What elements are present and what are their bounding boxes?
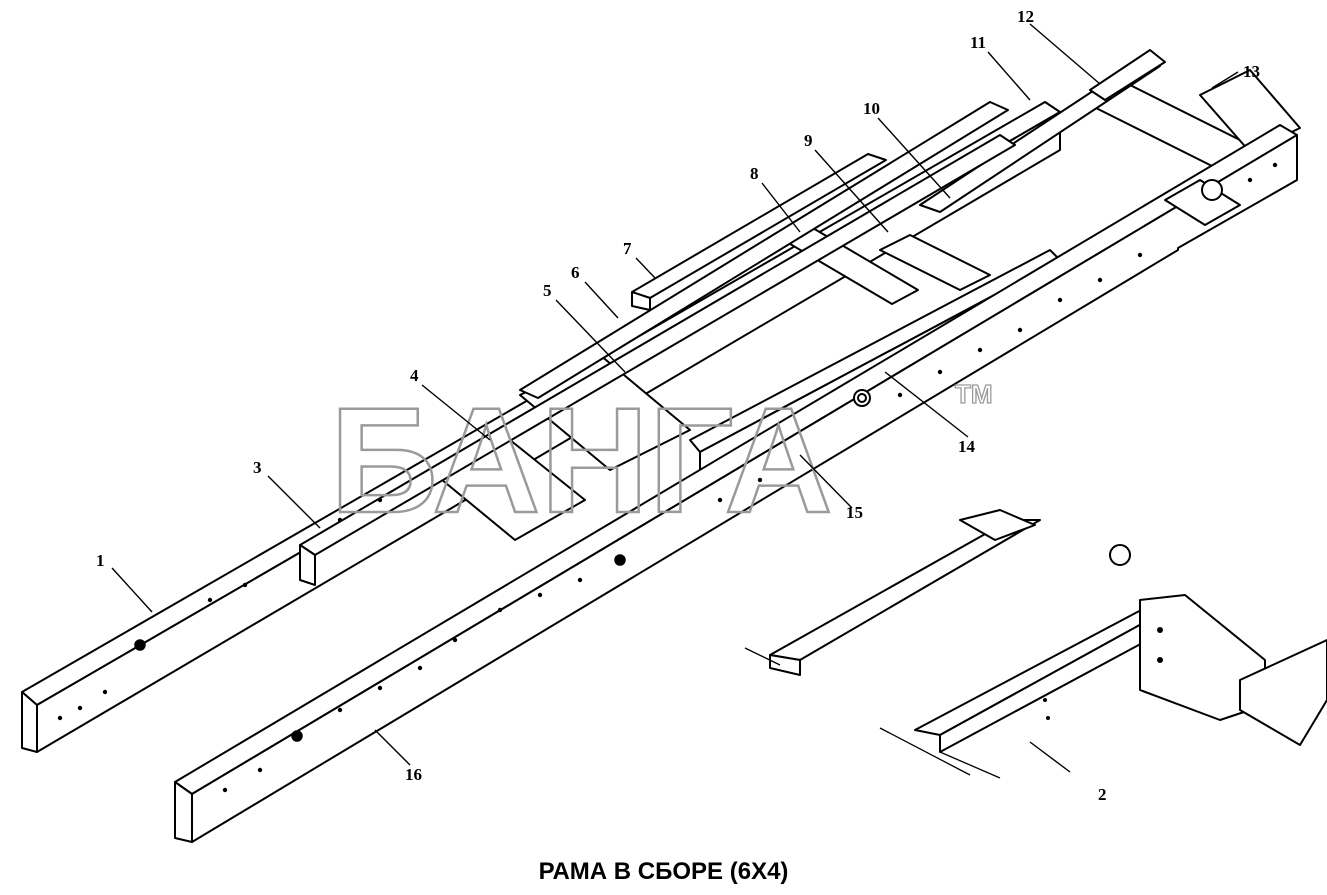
callout-5: 5 — [543, 281, 552, 300]
callout-9: 9 — [804, 131, 813, 150]
watermark: БАНГА TM — [329, 375, 993, 546]
leader-lines — [111, 23, 1239, 773]
callout-8: 8 — [750, 164, 759, 183]
watermark-trademark: TM — [955, 379, 993, 409]
left-inner-reinforcement — [299, 134, 1016, 586]
rear-bracket — [1164, 179, 1241, 226]
watermark-text: БАНГА — [330, 376, 833, 544]
callout-6: 6 — [571, 263, 580, 282]
callout-16: 16 — [405, 765, 422, 784]
upper-bar — [631, 153, 887, 311]
rear-top-strip — [919, 49, 1166, 213]
callout-2: 2 — [1098, 785, 1107, 804]
callout-15: 15 — [846, 503, 863, 522]
callout-11: 11 — [970, 33, 986, 52]
callout-12: 12 — [1017, 7, 1034, 26]
upper-reinforcing-channel — [519, 101, 1009, 399]
callout-14: 14 — [958, 437, 976, 456]
callout-7: 7 — [623, 239, 632, 258]
callout-4: 4 — [410, 366, 419, 385]
right-side-member — [174, 124, 1298, 843]
callout-3: 3 — [253, 458, 262, 477]
side-brackets — [853, 389, 871, 407]
callout-10: 10 — [863, 99, 880, 118]
drawing-caption: РАМА В СБОРЕ (6Х4) — [538, 858, 789, 885]
rivet-holes — [57, 162, 1278, 793]
callouts: 1 2 3 4 5 6 7 8 9 10 11 12 13 14 15 16 — [96, 7, 1260, 804]
detail-view-rear-end — [744, 509, 1327, 779]
callout-13: 13 — [1243, 62, 1260, 81]
callout-1: 1 — [96, 551, 105, 570]
